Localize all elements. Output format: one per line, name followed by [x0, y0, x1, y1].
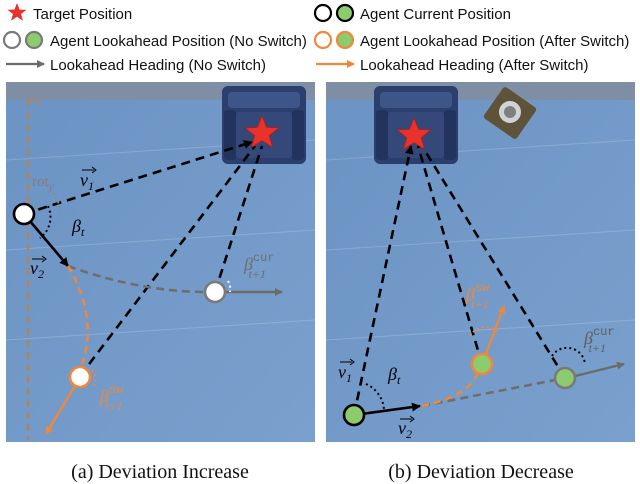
v1-label-right: v1 — [338, 358, 355, 385]
svg-text:βt: βt — [387, 364, 401, 387]
svg-text:roty: roty — [32, 174, 55, 193]
target-star-right — [396, 116, 432, 151]
legend-heading-no-switch-label: Lookahead Heading (No Switch) — [50, 57, 266, 74]
caption-right: (b) Deviation Decrease — [388, 461, 574, 483]
agent-current-right — [342, 403, 366, 427]
rot-label: rot — [32, 174, 49, 190]
beta-cur-label-left: β — [243, 254, 253, 274]
lookahead-no-switch-icons — [2, 30, 44, 50]
lookahead-no-switch-left — [203, 280, 227, 304]
lookahead-no-switch-right — [553, 366, 577, 390]
rot-sub: y — [48, 179, 55, 193]
agent-current-left — [12, 202, 36, 226]
side-table — [483, 87, 537, 139]
beta-t-label-right: β — [387, 364, 397, 384]
legend-lookahead-after-switch-label: Agent Lookahead Position (After Switch) — [360, 33, 629, 50]
svg-text:v1: v1 — [338, 362, 352, 385]
v2-label-left: v2 — [30, 255, 47, 281]
legend-lookahead-no-switch-label: Agent Lookahead Position (No Switch) — [50, 33, 307, 50]
target-star-left — [244, 114, 280, 149]
current-position-icons — [313, 3, 355, 23]
legend: Target Position Agent Current Position A… — [2, 3, 629, 74]
wall-right — [326, 82, 635, 100]
legend-target-label: Target Position — [33, 6, 132, 23]
lookahead-after-switch-right — [470, 352, 494, 376]
beta-cur-label-right: β — [583, 328, 593, 348]
beta-t-label-left: β — [71, 216, 81, 236]
svg-text:v2: v2 — [30, 258, 44, 281]
svg-text:v1: v1 — [80, 170, 94, 193]
caption-left: (a) Deviation Increase — [71, 461, 249, 483]
svg-text:v2: v2 — [398, 418, 412, 441]
floor-right — [326, 82, 635, 442]
star-icon — [7, 3, 27, 21]
beta-sw-label-right: β — [465, 284, 475, 304]
legend-current-label: Agent Current Position — [360, 6, 511, 23]
lookahead-after-switch-icons — [313, 30, 355, 50]
legend-heading-after-switch-label: Lookahead Heading (After Switch) — [360, 57, 588, 74]
v1-label-left: v1 — [80, 166, 97, 193]
lookahead-after-switch-left — [68, 365, 92, 389]
v2-label-right: v2 — [398, 415, 415, 441]
beta-sw-label-left: β — [99, 386, 109, 406]
svg-text:βt: βt — [71, 216, 85, 239]
